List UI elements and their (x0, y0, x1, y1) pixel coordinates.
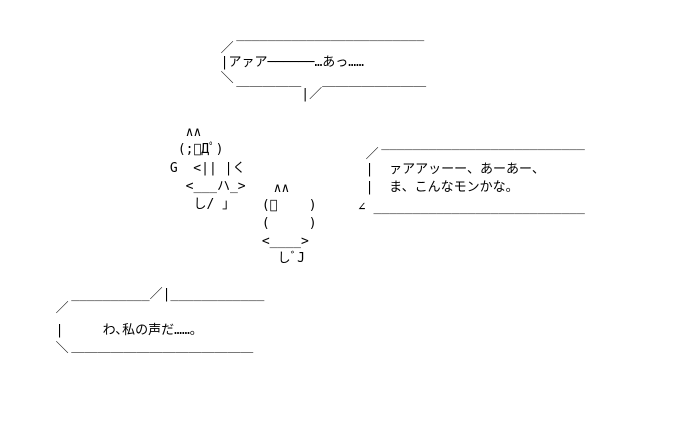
bottom-bubble-line: __________／|____________ (40, 287, 265, 302)
top-bubble-line: ／ (205, 41, 234, 56)
top-bubble-line: ＼ (205, 71, 234, 86)
right-bubble-line: | ァアアッーー、あーあー、 (350, 162, 545, 177)
cat-left-line: し/ ｣ (170, 197, 229, 212)
right-bubble-line: | ま、こんなモンかな。 (350, 180, 519, 195)
cat-middle-line: ∧∧ (258, 181, 290, 196)
right-bubble-line: ／ (350, 147, 379, 162)
bottom-bubble-line: ￣￣￣￣￣￣￣￣￣￣￣￣￣￣ (40, 353, 254, 368)
top-bubble-line: |アァア──────…あっ…… (205, 55, 364, 70)
bottom-bubble-line: | わ､私の声だ……。 (40, 323, 203, 338)
cat-middle-line: (ﾟ ) (254, 198, 317, 213)
right-bubble-line: ∠ ___________________________ (350, 200, 585, 215)
cat-middle-line: ( ) (254, 216, 317, 231)
bottom-bubble-line: ＼ (40, 341, 69, 356)
cat-middle-line: <____> (254, 234, 309, 249)
cat-left-line: (;ﾟДﾟ) (170, 142, 224, 157)
cat-middle-line: しﾞJ (262, 251, 305, 266)
cat-left-line: <___ハ_> (170, 179, 246, 194)
top-bubble-line: ________________________ (205, 27, 425, 42)
right-bubble-line: __________________________ (350, 136, 585, 151)
cat-left-line: G <|| |く (162, 161, 246, 176)
top-bubble-line: ￣￣￣￣￣|／￣￣￣￣￣￣￣￣ (205, 87, 427, 102)
bottom-bubble-line: ／ (40, 301, 69, 316)
cat-left-line: ∧∧ (170, 125, 202, 140)
